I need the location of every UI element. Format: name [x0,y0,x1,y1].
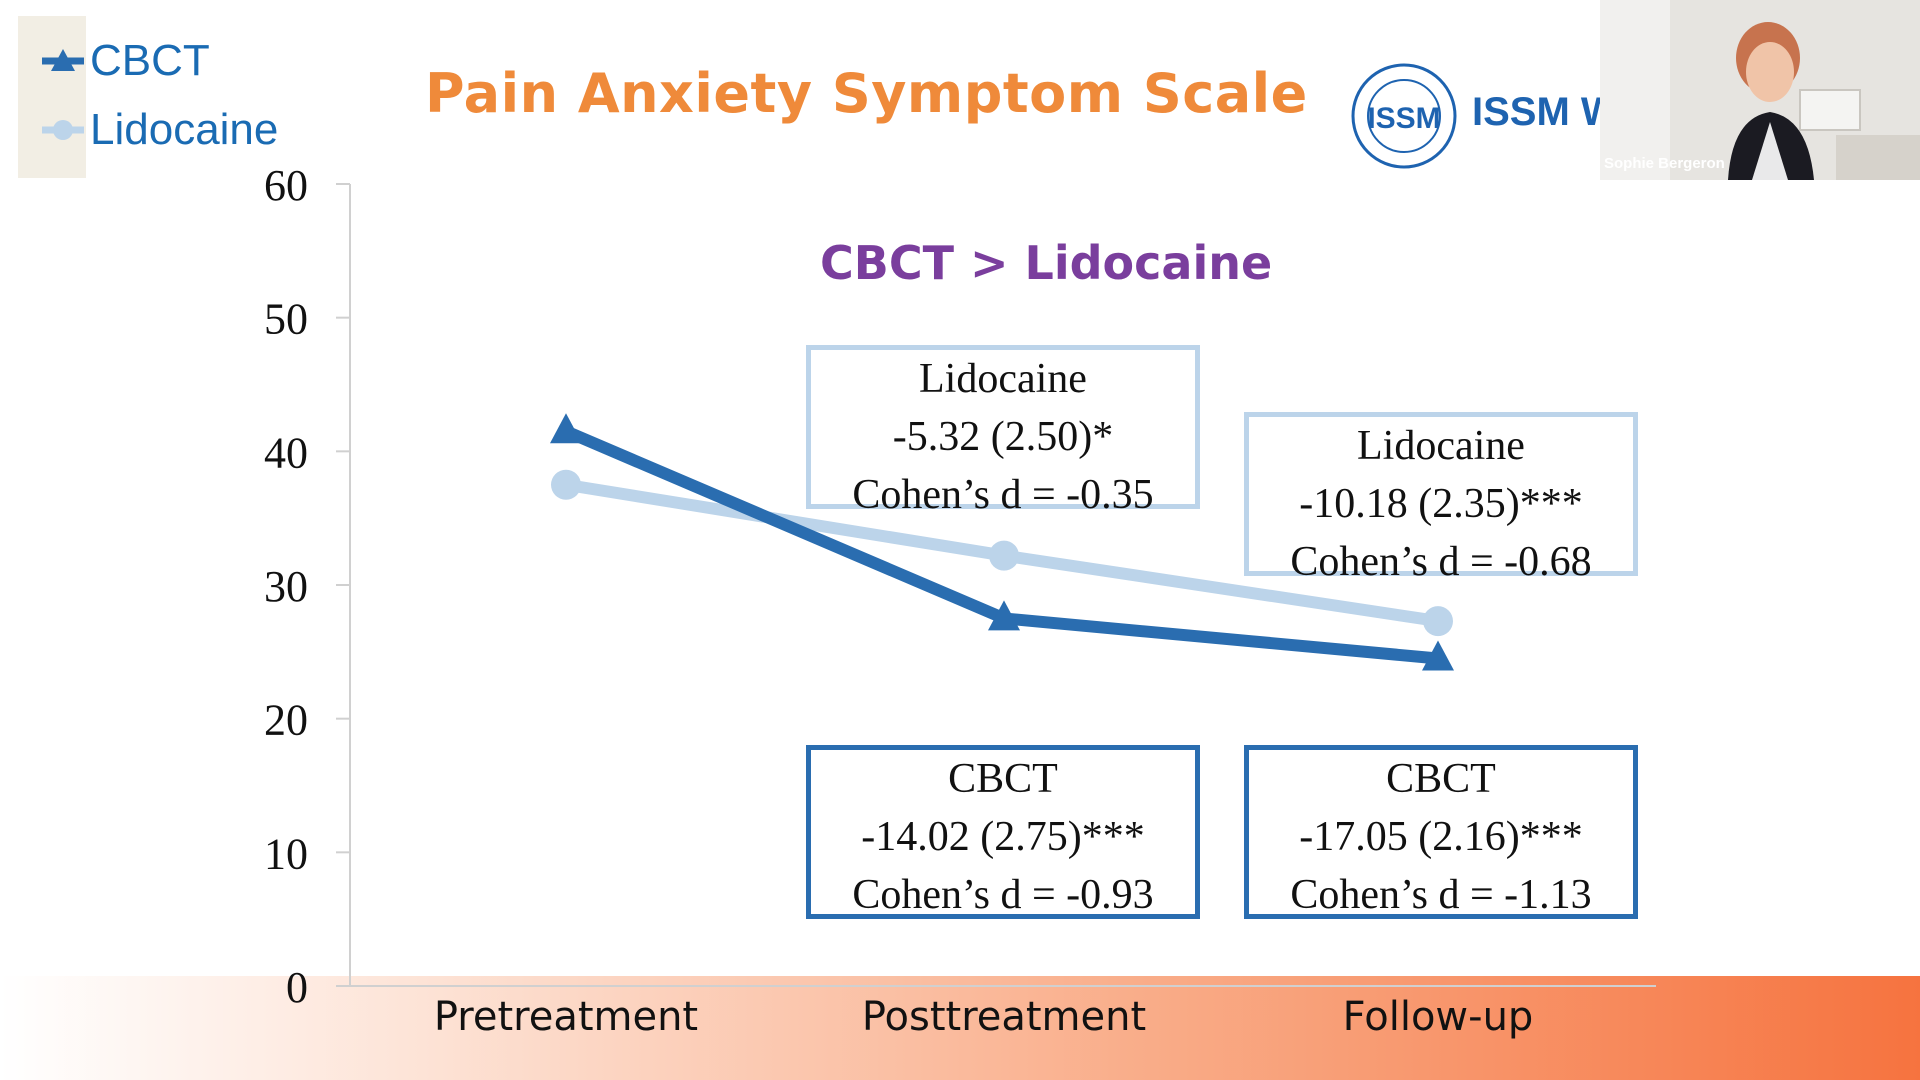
data-point-lidocaine [1423,606,1453,637]
callout-lidocaine-posttreatment: Lidocaine -5.32 (2.50)* Cohen’s d = -0.3… [806,345,1200,518]
callout-group: CBCT [948,756,1058,802]
participant-video-tile[interactable]: Sophie Bergeron [1600,0,1920,180]
legend-label-lidocaine: Lidocaine [90,105,279,154]
svg-text:ISSM: ISSM [1367,102,1440,135]
data-point-cbct [550,413,582,444]
y-tick-label: 30 [264,562,308,611]
y-tick-label: 10 [264,829,308,878]
callout-group: Lidocaine [1357,423,1525,469]
x-tick-label: Follow-up [1343,994,1534,1040]
legend-label-cbct: CBCT [90,36,210,85]
callout-estimate: -5.32 (2.50)* [892,414,1114,460]
bottom-gradient-band [0,976,1920,1080]
data-point-cbct [1422,640,1454,671]
issm-logo-icon: ISSM [1351,63,1457,169]
callout-cbct-followup: CBCT -17.05 (2.16)*** Cohen’s d = -1.13 [1244,745,1638,919]
x-tick-label: Pretreatment [434,994,698,1040]
data-point-lidocaine [551,469,581,500]
callout-effect-size: Cohen’s d = -0.35 [852,472,1154,518]
legend-item-lidocaine: Lidocaine [40,105,278,155]
callout-estimate: -10.18 (2.35)*** [1299,481,1583,527]
callout-effect-size: Cohen’s d = -1.13 [1290,872,1592,918]
participant-video-feed [1600,0,1920,180]
callout-group: Lidocaine [919,356,1087,402]
callout-cbct-posttreatment: CBCT -14.02 (2.75)*** Cohen’s d = -0.93 [806,745,1200,919]
data-point-cbct [988,600,1020,631]
callout-lidocaine-followup: Lidocaine -10.18 (2.35)*** Cohen’s d = -… [1244,412,1638,585]
legend-item-cbct: CBCT [40,36,210,86]
callout-group: CBCT [1386,756,1496,802]
callout-effect-size: Cohen’s d = -0.68 [1290,539,1592,585]
legend-marker-cbct [42,49,84,71]
legend-background [18,16,86,178]
legend-marker-lidocaine [42,120,84,140]
y-tick-label: 50 [264,295,308,344]
callout-estimate: -17.05 (2.16)*** [1299,814,1583,860]
callout-estimate: -14.02 (2.75)*** [861,814,1145,860]
y-tick-label: 40 [264,428,308,477]
logo-wordmark: ISSM W [1472,90,1619,134]
data-point-lidocaine [989,540,1019,571]
y-tick-label: 60 [264,161,308,210]
chart-subtitle: CBCT > Lidocaine [820,236,1273,290]
x-tick-label: Posttreatment [862,994,1146,1040]
y-tick-label: 20 [264,696,308,745]
participant-name-label: Sophie Bergeron [1604,155,1725,172]
slide-title: Pain Anxiety Symptom Scale [425,62,1308,125]
y-tick-label: 0 [286,963,308,1012]
callout-effect-size: Cohen’s d = -0.93 [852,872,1154,918]
